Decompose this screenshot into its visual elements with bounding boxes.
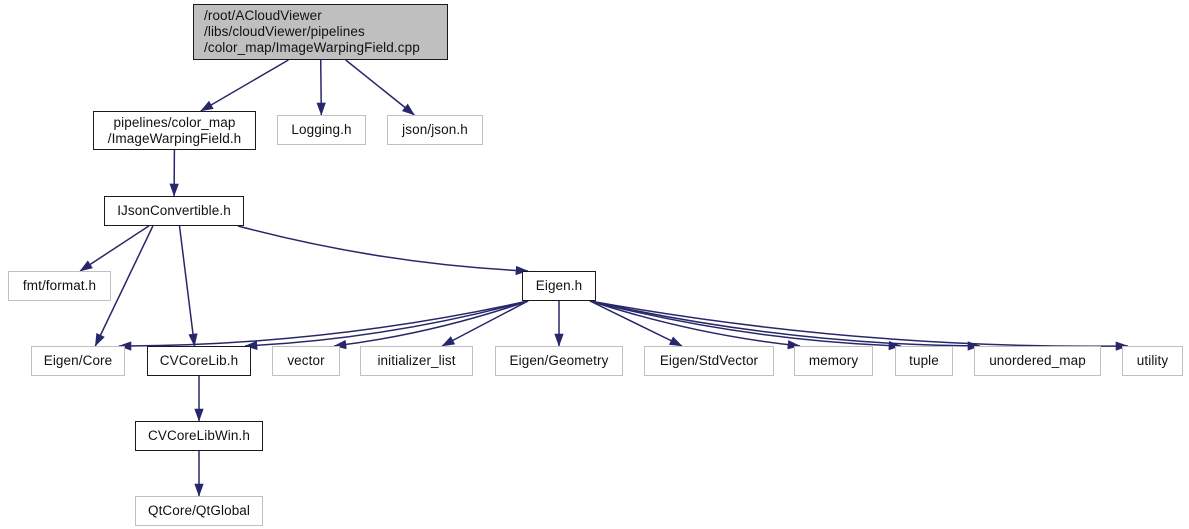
graph-edge-root-to-json_json_h	[345, 59, 415, 116]
graph-node-memory[interactable]: memory	[794, 346, 873, 376]
graph-edge-ijsonconvertible_h-to-cvcorelib_h	[178, 225, 198, 347]
graph-edge-eigen_h-to-cvcorelib_h	[244, 300, 529, 351]
graph-edge-eigen_h-to-vector	[333, 300, 529, 350]
graph-edge-eigen_h-to-memory	[589, 300, 801, 350]
graph-node-fmt_format_h[interactable]: fmt/format.h	[8, 271, 111, 301]
graph-edge-ijsonconvertible_h-to-fmt_format_h	[79, 225, 150, 272]
graph-edge-eigen_h-to-utility	[589, 300, 1129, 351]
graph-node-cvcorelib_h[interactable]: CVCoreLib.h	[147, 346, 251, 376]
graph-node-eigen_geometry[interactable]: Eigen/Geometry	[495, 346, 623, 376]
graph-edge-eigen_h-to-initializer_list	[441, 300, 529, 347]
graph-node-json_json_h[interactable]: json/json.h	[387, 115, 483, 145]
graph-node-root[interactable]: /root/ACloudViewer /libs/cloudViewer/pip…	[193, 4, 448, 60]
graph-node-iwf_h[interactable]: pipelines/color_map /ImageWarpingField.h	[93, 111, 256, 150]
graph-node-eigen_stdvector[interactable]: Eigen/StdVector	[644, 346, 774, 376]
graph-edge-eigen_h-to-tuple	[589, 300, 902, 351]
graph-edge-root-to-iwf_h	[200, 59, 289, 112]
graph-node-qtcore_qtglobal[interactable]: QtCore/QtGlobal	[135, 496, 263, 526]
graph-node-logging_h[interactable]: Logging.h	[277, 115, 366, 145]
graph-node-utility[interactable]: utility	[1122, 346, 1183, 376]
graph-node-unordered_map[interactable]: unordered_map	[974, 346, 1101, 376]
graph-edge-eigen_h-to-eigen_stdvector	[589, 300, 683, 347]
graph-node-eigen_h[interactable]: Eigen.h	[522, 271, 596, 301]
graph-node-cvcorelibwin_h[interactable]: CVCoreLibWin.h	[135, 421, 263, 451]
graph-node-initializer_list[interactable]: initializer_list	[360, 346, 473, 376]
graph-edge-eigen_h-to-unordered_map	[589, 300, 981, 351]
graph-node-tuple[interactable]: tuple	[895, 346, 953, 376]
graph-edge-ijsonconvertible_h-to-eigen_h	[237, 225, 529, 276]
graph-edge-root-to-logging_h	[316, 59, 326, 116]
graph-node-ijsonconvertible_h[interactable]: IJsonConvertible.h	[104, 196, 244, 226]
graph-node-vector[interactable]: vector	[272, 346, 340, 376]
graph-node-eigen_core[interactable]: Eigen/Core	[31, 346, 125, 376]
graph-edge-eigen_h-to-eigen_core	[118, 300, 529, 351]
